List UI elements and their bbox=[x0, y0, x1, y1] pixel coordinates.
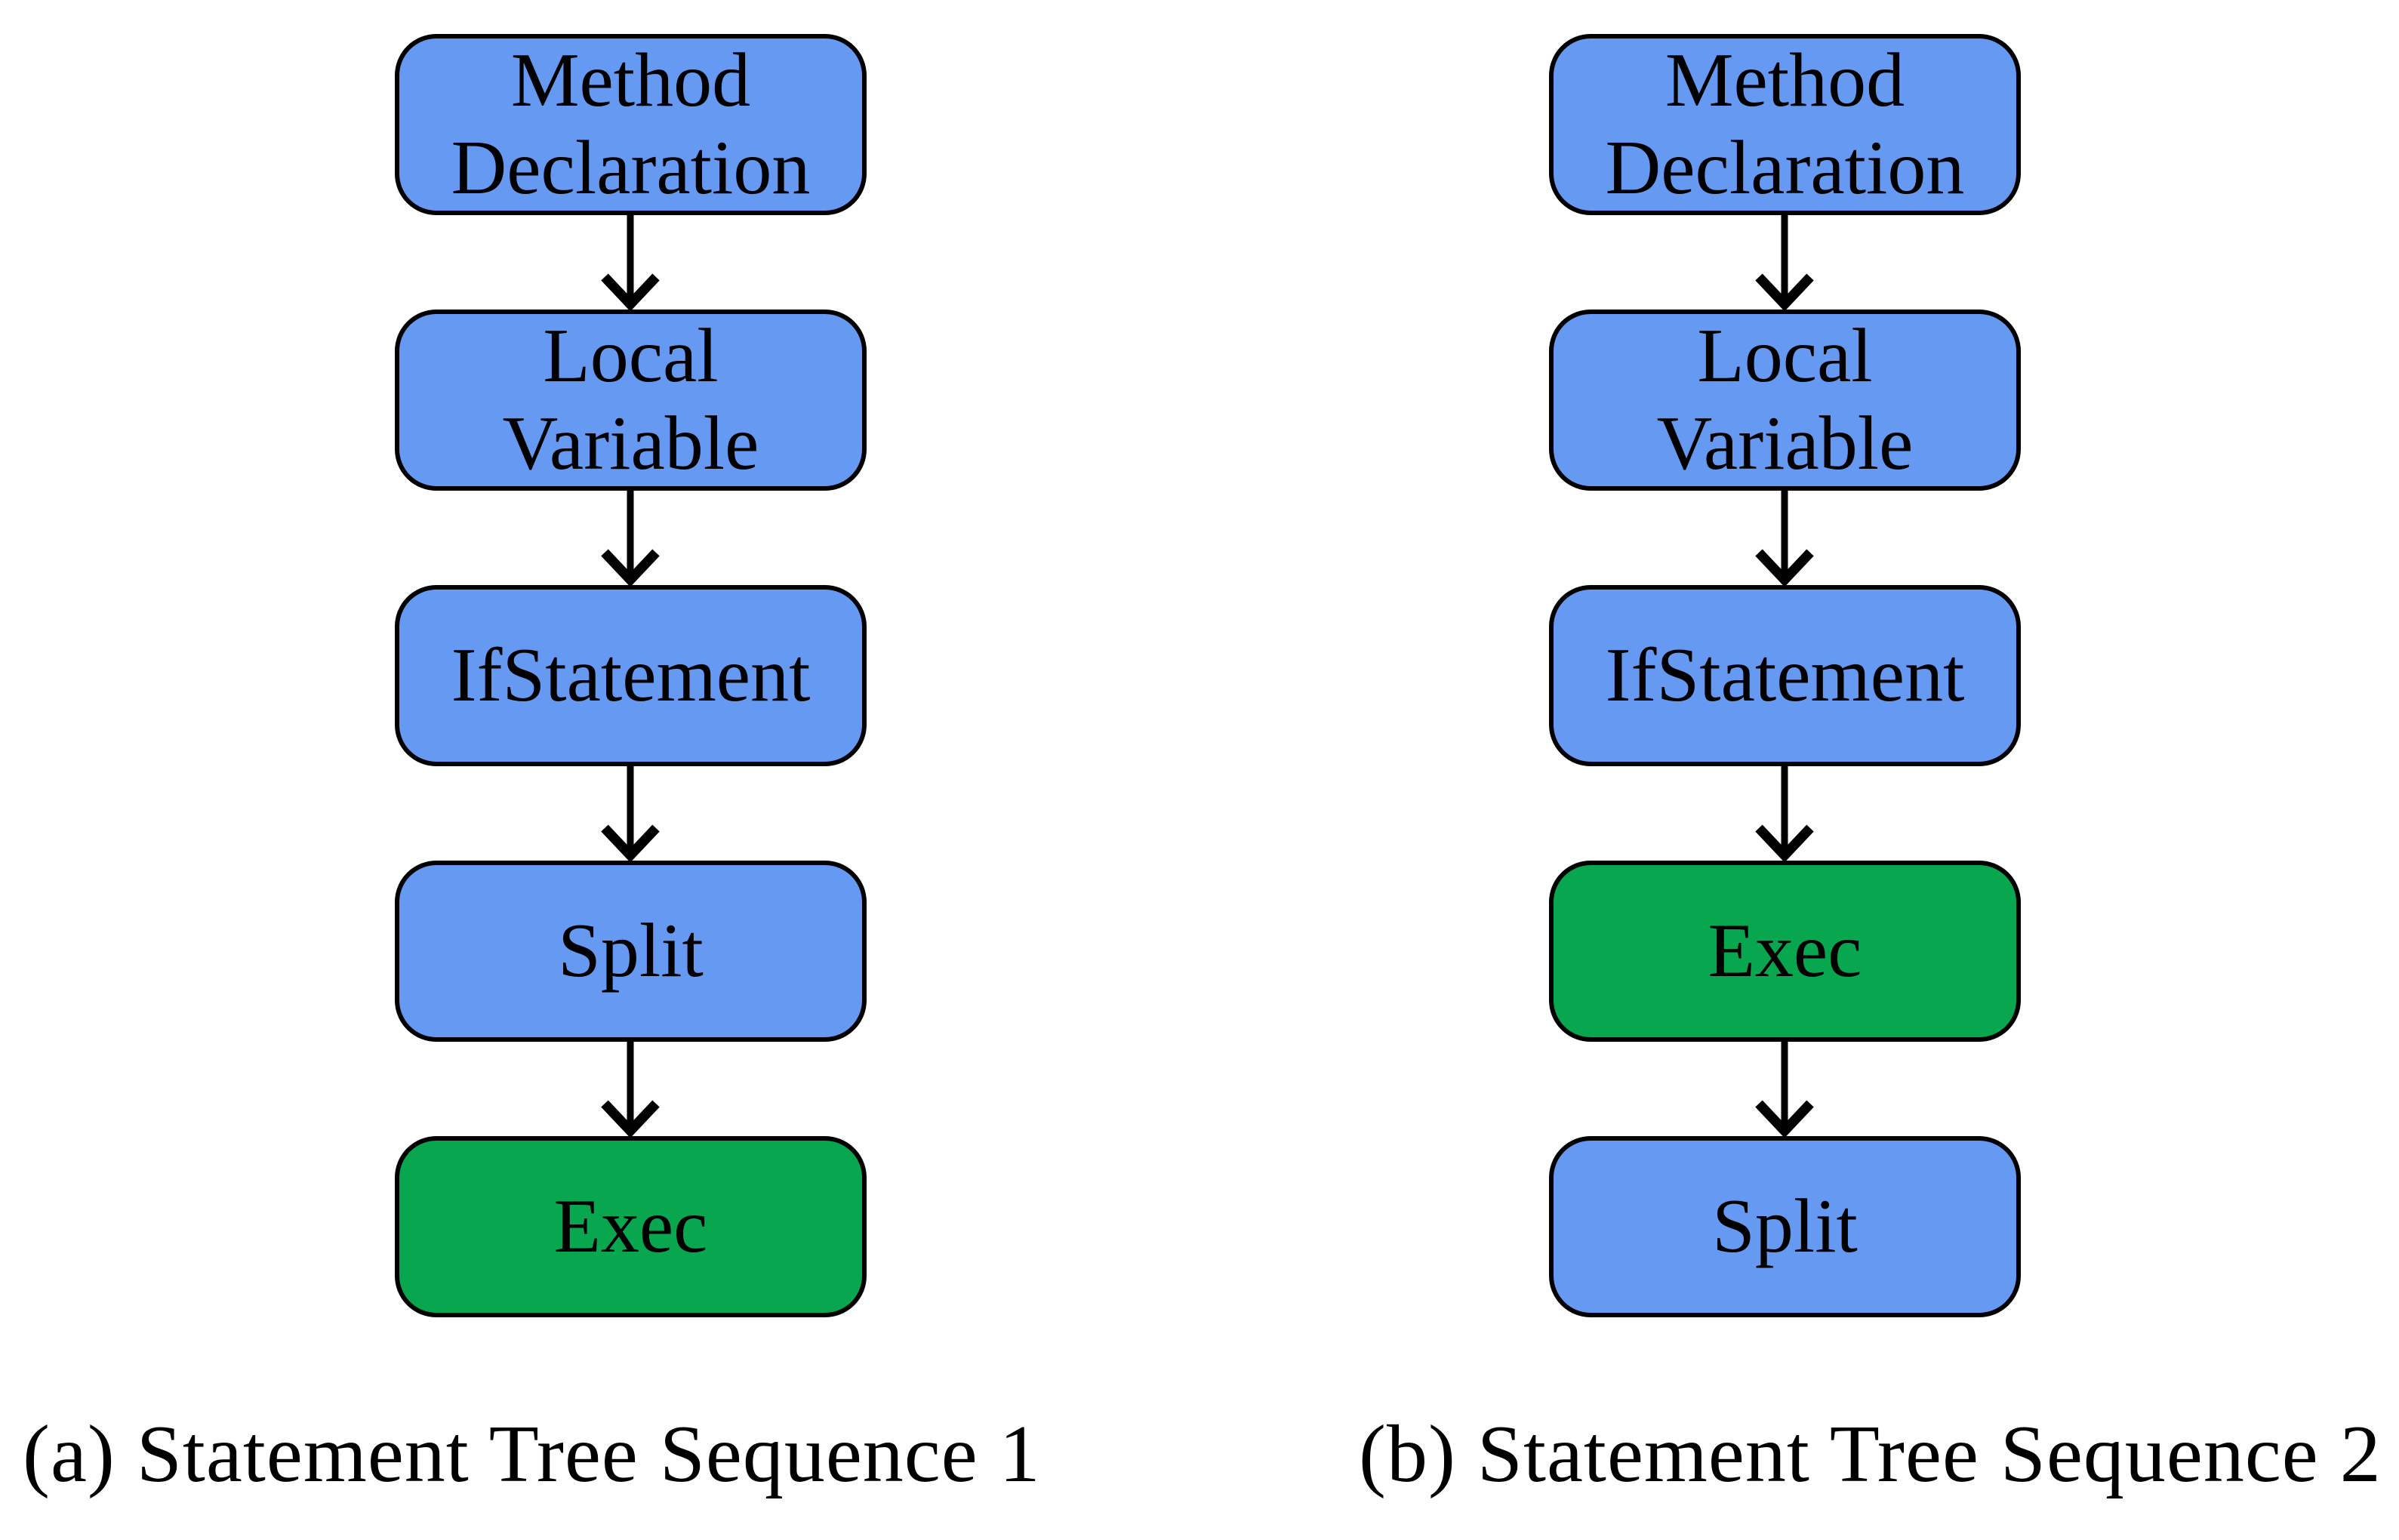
node-label-line: Split bbox=[558, 908, 704, 993]
node-exec-a: Exec bbox=[395, 1136, 867, 1317]
arrow-down-icon bbox=[601, 1042, 660, 1138]
node-label-line: Declaration bbox=[1605, 125, 1965, 211]
figure-caption-b: (b) Statement Tree Sequence 2 bbox=[1359, 1409, 2382, 1499]
node-ifstatement-a: IfStatement bbox=[395, 585, 867, 766]
node-label-line: Method bbox=[1665, 38, 1905, 123]
node-label-line: Split bbox=[1712, 1184, 1858, 1269]
node-label-line: IfStatement bbox=[451, 633, 811, 718]
node-local-variable-b: Local Variable bbox=[1549, 310, 2021, 491]
node-label-line: Local bbox=[543, 313, 719, 399]
node-ifstatement-b: IfStatement bbox=[1549, 585, 2021, 766]
node-label-line: Exec bbox=[1708, 908, 1862, 993]
node-method-declaration-a: Method Declaration bbox=[395, 34, 867, 215]
node-label-line: Exec bbox=[553, 1184, 708, 1269]
node-label-line: IfStatement bbox=[1605, 633, 1965, 718]
arrow-down-icon bbox=[1755, 1042, 1814, 1138]
arrow-down-icon bbox=[1755, 491, 1814, 587]
figure-caption-a: (a) Statement Tree Sequence 1 bbox=[23, 1409, 1041, 1499]
arrow-down-icon bbox=[601, 215, 660, 312]
arrow-down-icon bbox=[601, 491, 660, 587]
node-label-line: Variable bbox=[502, 401, 759, 486]
node-method-declaration-b: Method Declaration bbox=[1549, 34, 2021, 215]
node-exec-b: Exec bbox=[1549, 861, 2021, 1042]
arrow-down-icon bbox=[1755, 766, 1814, 863]
node-label-line: Declaration bbox=[451, 125, 811, 211]
node-split-a: Split bbox=[395, 861, 867, 1042]
arrow-down-icon bbox=[1755, 215, 1814, 312]
arrow-down-icon bbox=[601, 766, 660, 863]
node-local-variable-a: Local Variable bbox=[395, 310, 867, 491]
node-label-line: Variable bbox=[1656, 401, 1914, 486]
node-split-b: Split bbox=[1549, 1136, 2021, 1317]
node-label-line: Local bbox=[1697, 313, 1873, 399]
node-label-line: Method bbox=[510, 38, 751, 123]
